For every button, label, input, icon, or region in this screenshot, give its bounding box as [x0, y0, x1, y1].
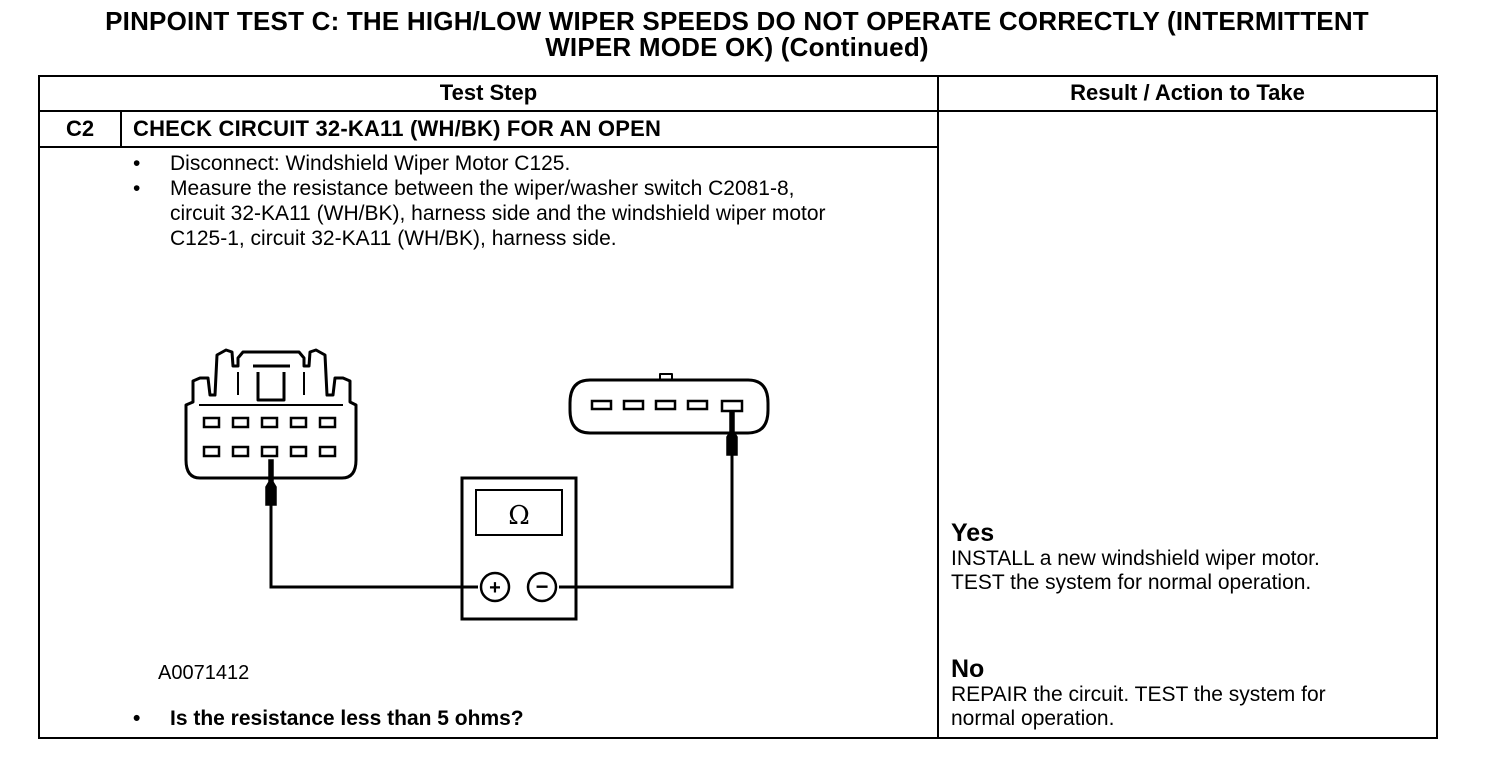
meter-display: Ω: [508, 501, 530, 531]
instruction-text: Disconnect: Windshield Wiper Motor C125.: [170, 152, 571, 175]
column-divider: [937, 75, 939, 739]
title-line-2: WIPER MODE OK) (Continued): [545, 32, 929, 62]
result-yes-line: INSTALL a new windshield wiper motor.: [951, 547, 1320, 570]
result-no-label: No: [951, 655, 985, 683]
probe-tip-icon: [265, 459, 277, 506]
bullet-dot: •: [133, 177, 141, 200]
step-id-divider: [120, 110, 122, 148]
result-no-line: normal operation.: [951, 707, 1115, 730]
step-title-divider: [38, 146, 939, 148]
motor-connector-icon: [568, 378, 770, 435]
header-result-action: Result / Action to Take: [1070, 80, 1305, 105]
plus-terminal-label: +: [489, 577, 501, 599]
header-divider: [38, 110, 1438, 112]
ohmmeter-icon: [460, 476, 578, 621]
step-question: • Is the resistance less than 5 ohms?: [130, 707, 524, 731]
switch-connector-icon: [184, 348, 358, 480]
bullet-dot: •: [133, 707, 141, 730]
positive-lead: [269, 505, 478, 589]
instruction-item: • Measure the resistance between the wip…: [130, 176, 850, 251]
probe-tip-icon: [726, 410, 738, 456]
minus-terminal-label: −: [536, 574, 549, 599]
step-id: C2: [65, 116, 95, 141]
instruction-item: • Disconnect: Windshield Wiper Motor C12…: [130, 151, 850, 176]
step-instructions: • Disconnect: Windshield Wiper Motor C12…: [130, 151, 850, 251]
negative-lead: [559, 455, 734, 589]
instruction-text: Measure the resistance between the wiper…: [170, 177, 826, 250]
figure-id: A0071412: [158, 662, 250, 684]
title-line-1: PINPOINT TEST C: THE HIGH/LOW WIPER SPEE…: [105, 6, 1369, 36]
result-yes: Yes INSTALL a new windshield wiper motor…: [951, 519, 1320, 595]
result-yes-line: TEST the system for normal operation.: [951, 571, 1312, 594]
test-table: [38, 75, 1438, 739]
measurement-diagram: Ω + −: [184, 348, 770, 621]
result-yes-label: Yes: [951, 519, 995, 547]
step-title: CHECK CIRCUIT 32-KA11 (WH/BK) FOR AN OPE…: [133, 116, 662, 141]
header-test-step: Test Step: [439, 80, 538, 105]
question-text: Is the resistance less than 5 ohms?: [170, 707, 524, 730]
bullet-dot: •: [133, 152, 141, 175]
page-title: PINPOINT TEST C: THE HIGH/LOW WIPER SPEE…: [0, 8, 1474, 60]
result-no: No REPAIR the circuit. TEST the system f…: [951, 655, 1326, 731]
result-no-line: REPAIR the circuit. TEST the system for: [951, 683, 1326, 706]
